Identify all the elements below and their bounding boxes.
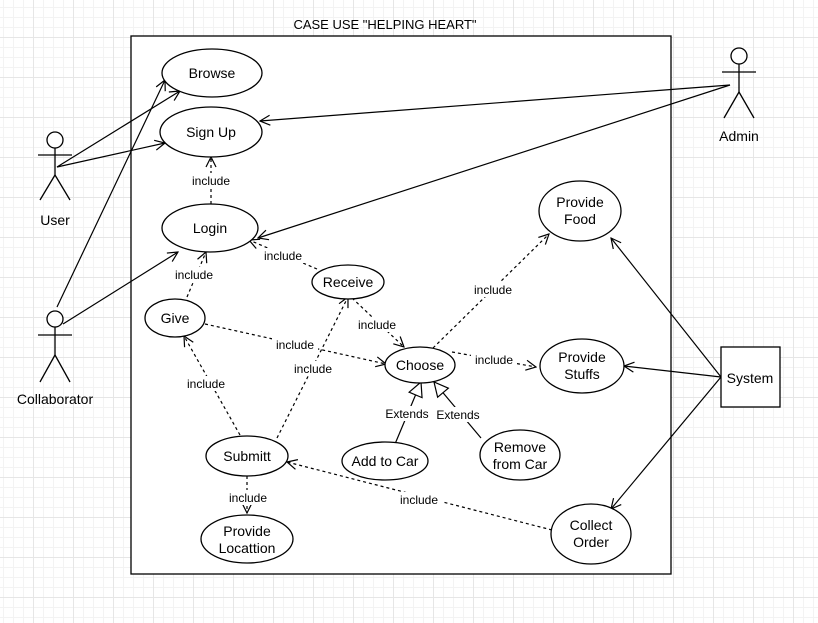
label-give-choose: include	[276, 338, 314, 352]
label-removecar-choose: Extends	[436, 408, 479, 422]
use-case-sign-up[interactable]: Sign Up	[159, 106, 263, 158]
use-case-give[interactable]: Give	[144, 298, 206, 338]
use-case-submitt[interactable]: Submitt	[205, 435, 289, 477]
use-case-remove-from-car-label-1: Remove	[494, 439, 546, 455]
actor-collaborator-label: Collaborator	[17, 391, 94, 407]
actor-admin-label: Admin	[719, 128, 759, 144]
use-case-receive-label: Receive	[323, 274, 374, 290]
assoc-system-collect	[611, 376, 722, 509]
actor-user[interactable]: User	[38, 131, 72, 228]
use-case-remove-from-car-label-2: from Car	[493, 456, 548, 472]
use-case-provide-stuffs-label-1: Provide	[558, 349, 606, 365]
assoc-user-browse	[56, 91, 180, 168]
use-case-browse-label: Browse	[189, 65, 236, 81]
use-case-login-label: Login	[193, 220, 227, 236]
label-submitt-location: include	[229, 491, 267, 505]
use-case-give-label: Give	[161, 310, 190, 326]
use-case-collect-order-label-1: Collect	[570, 517, 613, 533]
use-case-provide-food-label-1: Provide	[556, 194, 604, 210]
actor-system-label: System	[727, 370, 774, 386]
label-submitt-give: include	[187, 377, 225, 391]
label-give-login: include	[175, 268, 213, 282]
use-case-remove-from-car[interactable]: Remove from Car	[479, 429, 561, 481]
assoc-user-signup	[56, 143, 165, 168]
label-receive-login: include	[264, 249, 302, 263]
label-submitt-receive: include	[294, 362, 332, 376]
use-case-collect-order[interactable]: Collect Order	[550, 503, 632, 565]
assoc-collab-login	[62, 252, 178, 325]
actor-collaborator[interactable]: Collaborator	[17, 310, 94, 407]
use-case-add-to-car[interactable]: Add to Car	[341, 441, 429, 481]
actor-admin-head	[730, 47, 748, 65]
relation-labels: include include include include include …	[171, 173, 517, 507]
label-collect-submitt: include	[400, 493, 438, 507]
label-choose-food: include	[474, 283, 512, 297]
diagram-title: CASE USE "HELPING HEART"	[293, 17, 476, 32]
use-case-login[interactable]: Login	[161, 203, 259, 253]
use-case-choose[interactable]: Choose	[384, 346, 456, 384]
use-case-submitt-label: Submitt	[223, 448, 271, 464]
actor-user-label: User	[40, 212, 70, 228]
use-case-choose-label: Choose	[396, 357, 444, 373]
use-case-provide-food[interactable]: Provide Food	[538, 180, 622, 242]
actor-admin[interactable]: Admin	[719, 47, 759, 144]
use-cases: Browse Sign Up Login Give Receive Choose…	[144, 48, 632, 565]
use-case-provide-food-label-2: Food	[564, 211, 596, 227]
use-case-collect-order-label-2: Order	[573, 534, 609, 550]
assoc-admin-signup	[260, 84, 731, 121]
use-case-provide-location-label-1: Provide	[223, 523, 271, 539]
use-case-receive[interactable]: Receive	[311, 264, 385, 300]
label-addcar-choose: Extends	[385, 407, 428, 421]
label-login-signup: include	[192, 174, 230, 188]
use-case-provide-location-label-2: Locattion	[219, 540, 276, 556]
use-case-browse[interactable]: Browse	[161, 48, 263, 98]
use-case-sign-up-label: Sign Up	[186, 124, 236, 140]
assoc-admin-login	[258, 84, 731, 238]
label-receive-choose: include	[358, 318, 396, 332]
actor-user-head	[46, 131, 64, 149]
use-case-add-to-car-label: Add to Car	[352, 453, 419, 469]
use-case-provide-stuffs-label-2: Stuffs	[564, 366, 600, 382]
label-choose-stuffs: include	[475, 353, 513, 367]
use-case-provide-stuffs[interactable]: Provide Stuffs	[539, 338, 625, 394]
associations	[56, 80, 731, 509]
use-case-provide-location[interactable]: Provide Locattion	[200, 514, 294, 564]
actor-system[interactable]: System	[720, 346, 781, 408]
assoc-collab-browse	[56, 80, 165, 308]
assoc-system-food	[611, 238, 722, 378]
actor-collaborator-head	[46, 310, 64, 328]
assoc-system-stuffs	[624, 366, 722, 378]
